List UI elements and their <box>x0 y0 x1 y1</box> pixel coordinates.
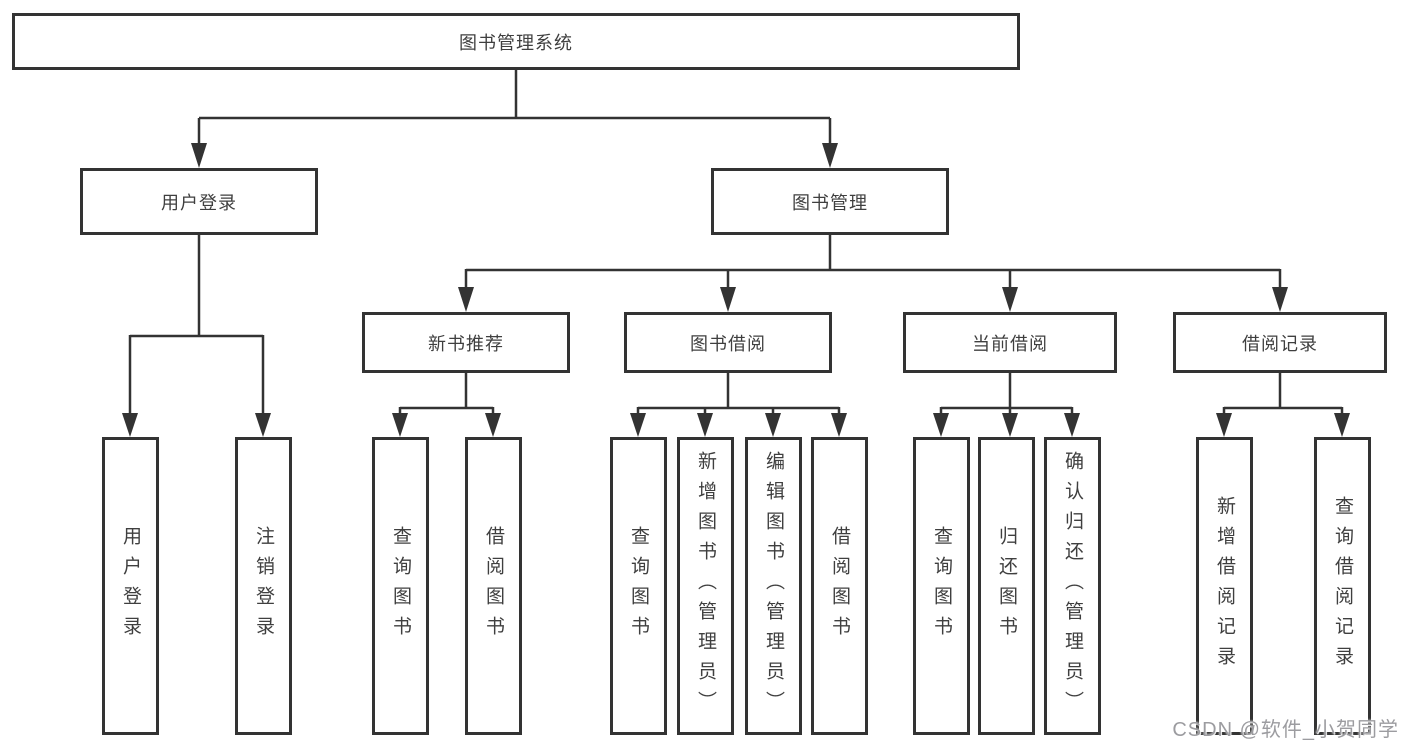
node-book-management-branch: 图书管理 <box>711 168 949 235</box>
node-new-book-recommendation: 新书推荐 <box>362 312 570 373</box>
leaf-borrow-books-2: 借阅图书 <box>811 437 868 735</box>
leaf-logout: 注销登录 <box>235 437 292 735</box>
leaf-query-borrow-record: 查询借阅记录 <box>1314 437 1371 735</box>
leaf-query-books-2: 查询图书 <box>610 437 667 735</box>
leaf-confirm-return-admin: 确认归还（管理员） <box>1044 437 1101 735</box>
leaf-query-books-3: 查询图书 <box>913 437 970 735</box>
node-library-management-system: 图书管理系统 <box>12 13 1020 70</box>
leaf-add-books-admin: 新增图书（管理员） <box>677 437 734 735</box>
csdn-watermark: CSDN @软件_小贺同学 <box>1172 719 1399 741</box>
node-user-login-branch: 用户登录 <box>80 168 318 235</box>
leaf-edit-books-admin: 编辑图书（管理员） <box>745 437 802 735</box>
leaf-add-borrow-record: 新增借阅记录 <box>1196 437 1253 735</box>
tree-edges <box>128 70 1344 415</box>
leaf-borrow-books-1: 借阅图书 <box>465 437 522 735</box>
node-borrowing-records: 借阅记录 <box>1173 312 1387 373</box>
leaf-user-login: 用户登录 <box>102 437 159 735</box>
node-current-borrowing: 当前借阅 <box>903 312 1117 373</box>
leaf-query-books-1: 查询图书 <box>372 437 429 735</box>
node-book-borrowing: 图书借阅 <box>624 312 832 373</box>
leaf-return-books: 归还图书 <box>978 437 1035 735</box>
